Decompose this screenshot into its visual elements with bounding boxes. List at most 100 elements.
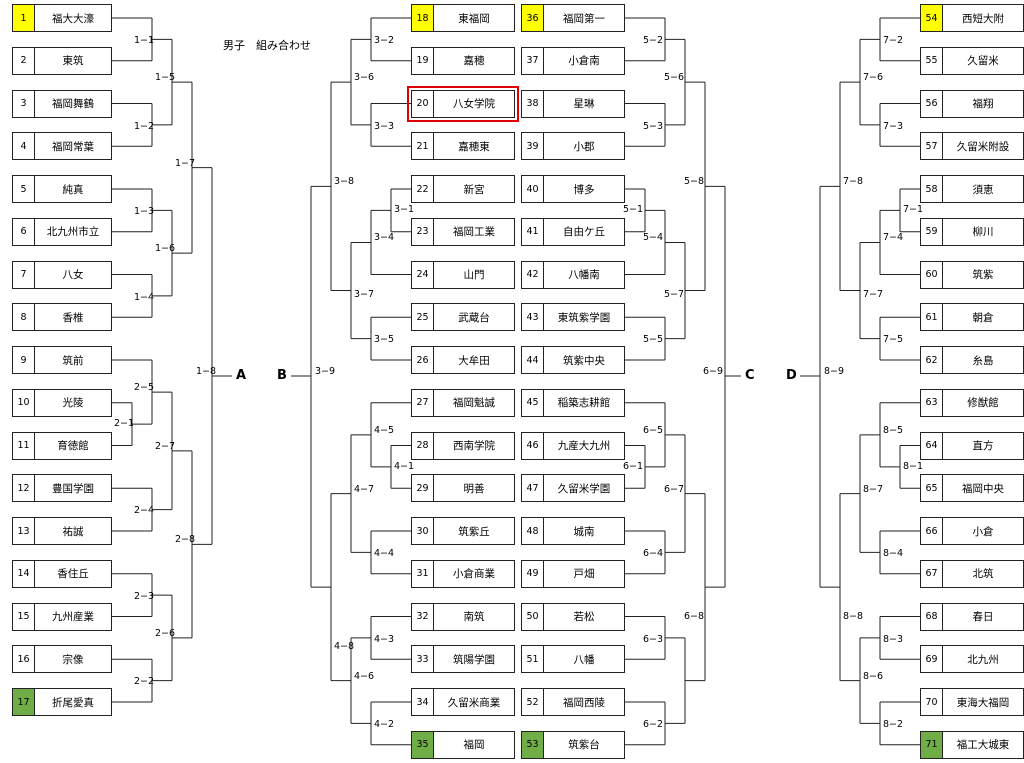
team-number: 25 bbox=[412, 304, 434, 331]
team-name: 東筑 bbox=[62, 55, 84, 68]
match-label: 4−8 bbox=[334, 641, 355, 653]
team-name: 豊国学園 bbox=[52, 482, 94, 495]
match-label: 6−9 bbox=[703, 366, 724, 377]
team-number: 6 bbox=[13, 218, 35, 245]
match-label: 1−8 bbox=[196, 366, 217, 377]
team-name: 福岡常葉 bbox=[52, 140, 94, 153]
match-label: 1−1 bbox=[134, 35, 155, 46]
team-name: 福工大城東 bbox=[956, 739, 1010, 752]
team-name: 春日 bbox=[972, 611, 994, 623]
team-name: 糸島 bbox=[972, 354, 994, 367]
team-name: 九産大九州 bbox=[557, 440, 611, 452]
match-label: 2−2 bbox=[134, 676, 155, 688]
match-label: 6−3 bbox=[643, 633, 664, 645]
team-entry: 47 久留米学園 bbox=[521, 474, 625, 503]
team-name: 新宮 bbox=[463, 183, 485, 196]
team-name: 八女 bbox=[62, 269, 84, 281]
team-name: 北九州 bbox=[967, 653, 999, 666]
match-label: 1−4 bbox=[134, 291, 155, 303]
team-number: 39 bbox=[522, 133, 544, 160]
team-name: 西短大附 bbox=[962, 12, 1004, 25]
team-name: 福岡舞鶴 bbox=[52, 98, 94, 110]
team-number: 13 bbox=[13, 518, 35, 544]
team-number: 57 bbox=[921, 133, 943, 160]
team-number: 12 bbox=[13, 475, 35, 502]
match-label: 4−2 bbox=[374, 719, 395, 730]
match-label: 1−6 bbox=[155, 243, 176, 255]
team-number: 2 bbox=[13, 47, 35, 74]
team-name: 直方 bbox=[972, 440, 994, 452]
team-number: 29 bbox=[412, 475, 434, 502]
team-name: 戸畑 bbox=[573, 568, 595, 581]
match-label: 6−1 bbox=[623, 460, 644, 472]
match-label: 8−3 bbox=[883, 633, 904, 645]
team-entry: 57 久留米附設 bbox=[920, 132, 1024, 161]
match-label: 3−3 bbox=[374, 120, 395, 132]
team-name: 久留米学園 bbox=[557, 482, 611, 495]
team-name: 福岡第一 bbox=[563, 12, 605, 25]
team-number: 58 bbox=[921, 176, 943, 202]
team-number: 42 bbox=[522, 261, 544, 288]
team-number: 49 bbox=[522, 560, 544, 587]
match-label: 2−3 bbox=[134, 590, 155, 602]
match-label: 1−7 bbox=[175, 157, 196, 169]
team-name: 小郡 bbox=[573, 140, 595, 153]
team-number: 15 bbox=[13, 603, 35, 630]
team-name: 小倉 bbox=[972, 525, 994, 538]
team-number: 64 bbox=[921, 432, 943, 459]
team-name: 嘉穂 bbox=[463, 55, 485, 68]
team-name: 久留米附設 bbox=[956, 140, 1010, 153]
team-entry: 64 直方 bbox=[920, 431, 1024, 460]
match-label: 5−2 bbox=[643, 35, 664, 46]
match-label: 8−2 bbox=[883, 719, 904, 730]
team-number: 62 bbox=[921, 347, 943, 373]
team-number: 61 bbox=[921, 304, 943, 331]
team-number: 20 bbox=[412, 90, 434, 117]
match-label: 2−7 bbox=[155, 440, 176, 452]
team-number: 47 bbox=[522, 475, 544, 502]
match-label: 7−1 bbox=[903, 204, 924, 215]
team-number: 43 bbox=[522, 304, 544, 331]
team-entry: 12 豊国学園 bbox=[12, 474, 112, 503]
match-label: 3−2 bbox=[374, 35, 395, 46]
team-number: 56 bbox=[921, 90, 943, 117]
match-label: 6−2 bbox=[643, 719, 664, 730]
team-number: 51 bbox=[522, 646, 544, 673]
team-name: 久留米 bbox=[967, 55, 999, 68]
match-label: 1−5 bbox=[155, 72, 176, 84]
match-label: 4−1 bbox=[394, 460, 415, 472]
match-label: 2−1 bbox=[114, 417, 135, 429]
block-label-d: D bbox=[786, 368, 797, 383]
match-label: 3−1 bbox=[394, 204, 415, 215]
team-number: 14 bbox=[13, 560, 35, 587]
team-number: 63 bbox=[921, 389, 943, 416]
match-label: 7−5 bbox=[883, 334, 904, 346]
match-label: 8−1 bbox=[903, 460, 924, 472]
team-number: 1 bbox=[13, 5, 35, 31]
